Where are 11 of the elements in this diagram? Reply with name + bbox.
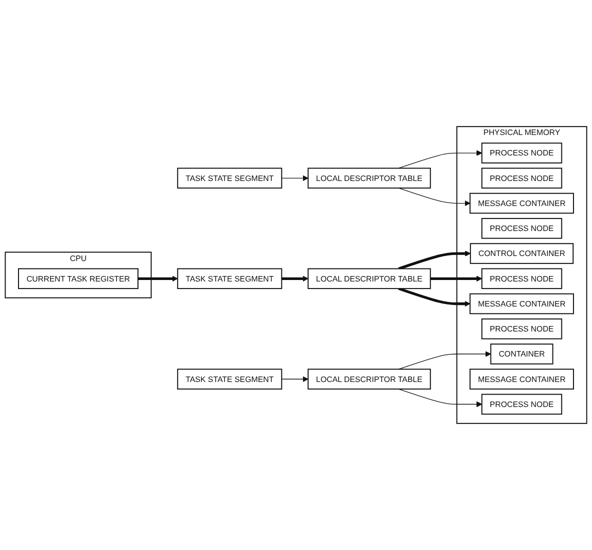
arrow xyxy=(398,388,482,408)
arrow xyxy=(398,188,470,206)
arrow xyxy=(398,287,470,307)
arrow xyxy=(282,276,308,282)
arrow xyxy=(398,351,492,370)
arrow xyxy=(398,250,471,270)
arrow xyxy=(398,150,482,169)
arrow xyxy=(430,276,482,282)
arrow xyxy=(281,175,308,182)
arrow xyxy=(281,376,308,382)
arrow xyxy=(138,276,178,282)
